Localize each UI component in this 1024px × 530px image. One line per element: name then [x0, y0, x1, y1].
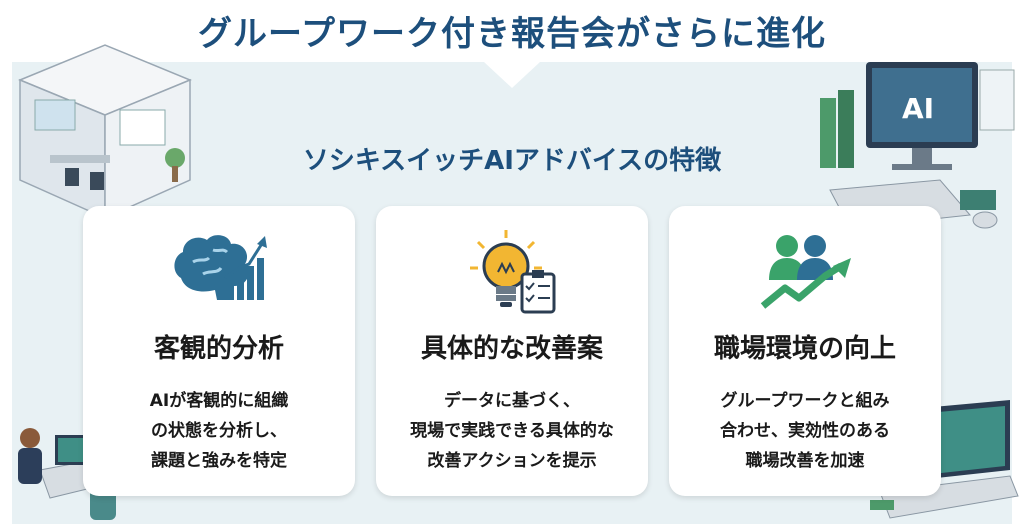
- card-heading: 職場環境の向上: [713, 334, 896, 364]
- card-description-line: 課題と強みを特定: [151, 451, 287, 471]
- card-description-line: データに基づく、: [444, 391, 580, 411]
- card-heading: 具体的な改善案: [420, 334, 603, 364]
- feature-card-improvement: 具体的な改善案 データに基づく、 現場で実践できる具体的な 改善アクションを提示: [376, 206, 648, 496]
- card-description-line: 合わせ、実効性のある: [720, 421, 890, 441]
- monitor-ai-label: AI: [902, 92, 934, 125]
- people-growth-icon: [760, 235, 851, 309]
- card-description-line: グループワークと組み: [720, 391, 890, 411]
- card-description: データに基づく、 現場で実践できる具体的な 改善アクションを提示: [386, 386, 638, 476]
- section-subtitle: ソシキスイッチAIアドバイスの特徴: [302, 146, 722, 176]
- card-description: AIが客観的に組織 の状態を分析し、 課題と強みを特定: [93, 386, 345, 476]
- card-description-line: 改善アクションを提示: [427, 451, 597, 471]
- ai-monitor-illustration: AI: [820, 62, 1015, 229]
- feature-card-analysis: 客観的分析 AIが客観的に組織 の状態を分析し、 課題と強みを特定: [83, 206, 355, 496]
- card-description-line: AIが客観的に組織: [149, 391, 289, 411]
- card-heading: 客観的分析: [153, 334, 284, 364]
- page-title: グループワーク付き報告会がさらに進化: [198, 14, 826, 54]
- feature-card-environment: 職場環境の向上 グループワークと組み 合わせ、実効性のある 職場改善を加速: [669, 206, 941, 496]
- card-description-line: 職場改善を加速: [745, 451, 865, 471]
- brain-chart-icon: [174, 235, 267, 300]
- panel-notch: [484, 62, 540, 88]
- card-description-line: 現場で実践できる具体的な: [410, 421, 614, 441]
- office-illustration: [18, 44, 192, 220]
- card-description: グループワークと組み 合わせ、実効性のある 職場改善を加速: [679, 386, 931, 476]
- lightbulb-checklist-icon: [470, 230, 556, 314]
- card-description-line: の状態を分析し、: [151, 421, 287, 441]
